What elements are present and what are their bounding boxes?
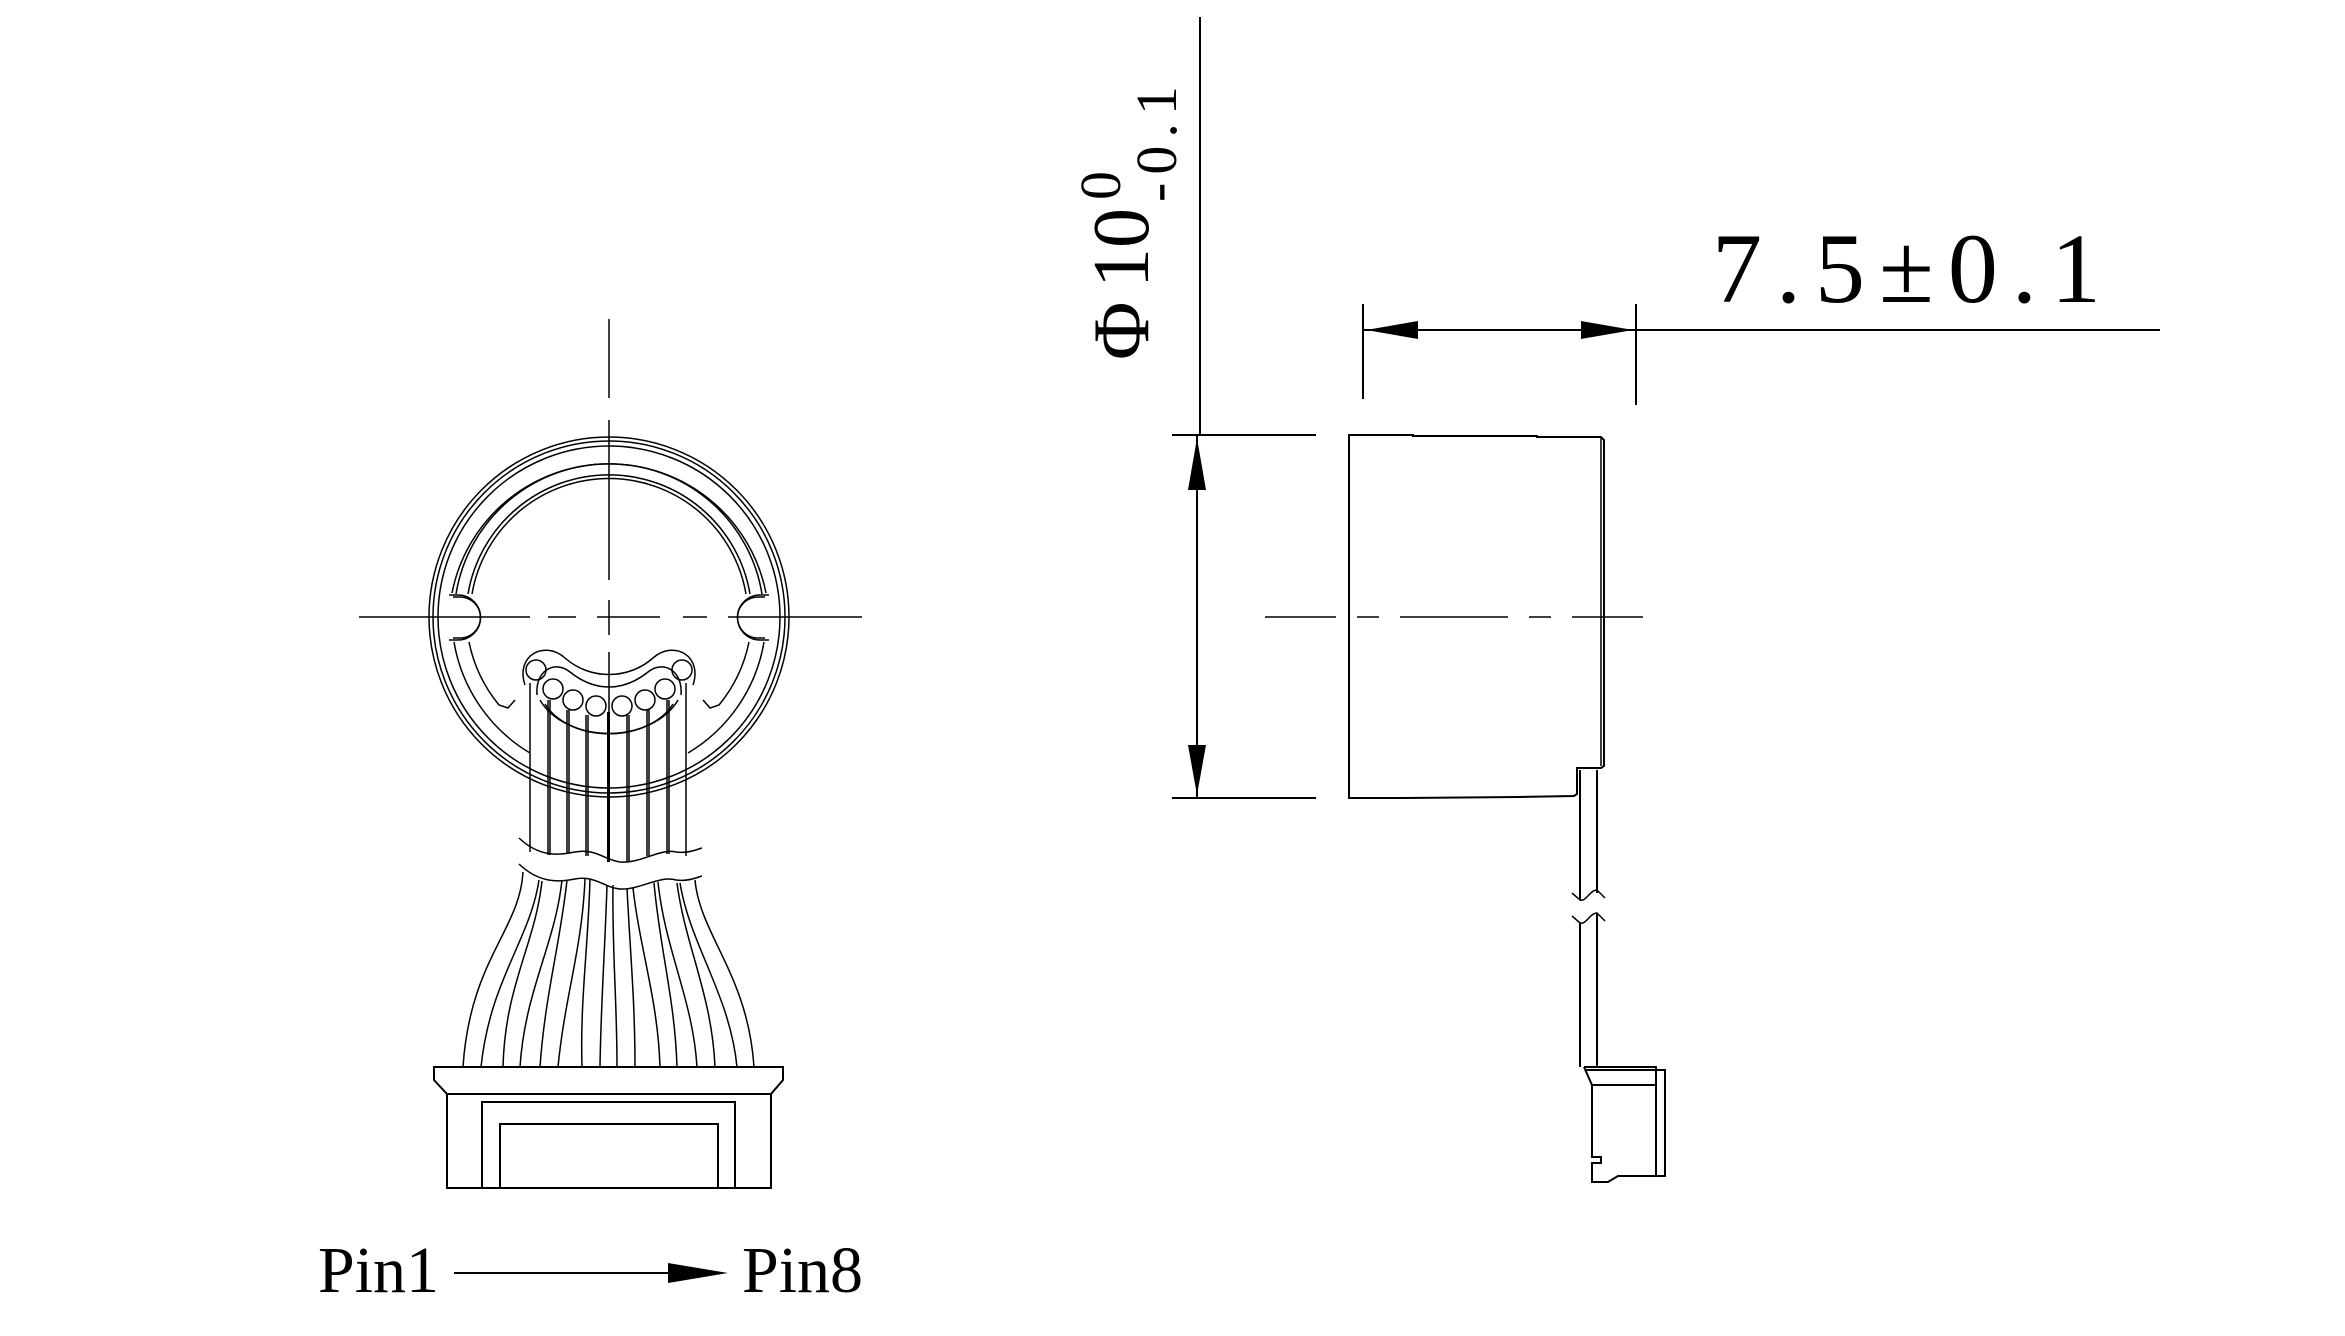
arrow-right-icon bbox=[1581, 321, 1633, 339]
pin-order-label: Pin1 Pin8 bbox=[318, 1234, 863, 1307]
connector-inner-frame bbox=[481, 1101, 736, 1188]
arrow-left-icon bbox=[1366, 321, 1418, 339]
right-notch-inner bbox=[736, 596, 765, 639]
connector-opening bbox=[499, 1123, 719, 1188]
pin8-label: Pin8 bbox=[742, 1234, 863, 1307]
connector-housing bbox=[433, 1066, 784, 1189]
ribbon-cable-upper bbox=[529, 683, 687, 862]
inner-track-arc bbox=[471, 477, 747, 595]
pin-2-pad bbox=[542, 678, 564, 700]
diameter-dimension-text: Φ 10 0 -0.1 bbox=[1068, 78, 1189, 360]
lower-right-track-inner bbox=[702, 641, 750, 709]
cable-break-top bbox=[518, 837, 703, 863]
side-view: Φ 10 0 -0.1 7.5±0.1 bbox=[1068, 17, 2160, 1183]
arrow-right-icon bbox=[668, 1263, 728, 1283]
arrow-up-icon bbox=[1188, 438, 1206, 490]
arrow-down-icon bbox=[1188, 745, 1206, 795]
pin-8-pad bbox=[671, 659, 693, 681]
pin-4-pad bbox=[585, 695, 607, 717]
lower-left-track bbox=[453, 641, 531, 754]
length-dimension-text: 7.5±0.1 bbox=[1712, 213, 2115, 324]
left-notch-inner bbox=[453, 596, 482, 639]
cable-break-bottom bbox=[518, 863, 703, 890]
pin-3-pad bbox=[562, 689, 584, 711]
lower-left-track-inner bbox=[468, 641, 516, 709]
diameter-lower-tol: -0.1 bbox=[1124, 78, 1189, 202]
inner-track-arc bbox=[455, 463, 763, 595]
pin-saddle-outer bbox=[522, 649, 696, 686]
pin-6-pad bbox=[634, 689, 656, 711]
pin-saddle-inner bbox=[536, 666, 682, 696]
pin-7-pad bbox=[654, 678, 676, 700]
lower-right-track bbox=[687, 641, 765, 754]
diameter-nominal: 10 bbox=[1078, 208, 1166, 288]
pin-pads bbox=[525, 659, 693, 717]
pin1-label: Pin1 bbox=[318, 1234, 439, 1307]
connector-flange bbox=[433, 1066, 784, 1095]
diameter-upper-tol: 0 bbox=[1068, 171, 1133, 200]
pin-5-pad bbox=[611, 695, 633, 717]
front-view: Pin1 Pin8 bbox=[318, 319, 863, 1307]
speaker-body bbox=[1348, 434, 1605, 799]
ribbon-cable-lower bbox=[462, 871, 755, 1068]
diameter-symbol: Φ bbox=[1078, 302, 1166, 360]
inner-track-arc bbox=[467, 474, 751, 595]
pin-1-pad bbox=[525, 659, 547, 681]
side-wire-break-bottom bbox=[1571, 912, 1606, 924]
connector-body bbox=[446, 1093, 772, 1189]
side-connector bbox=[1583, 1066, 1666, 1183]
side-wire-break-top bbox=[1571, 889, 1606, 901]
